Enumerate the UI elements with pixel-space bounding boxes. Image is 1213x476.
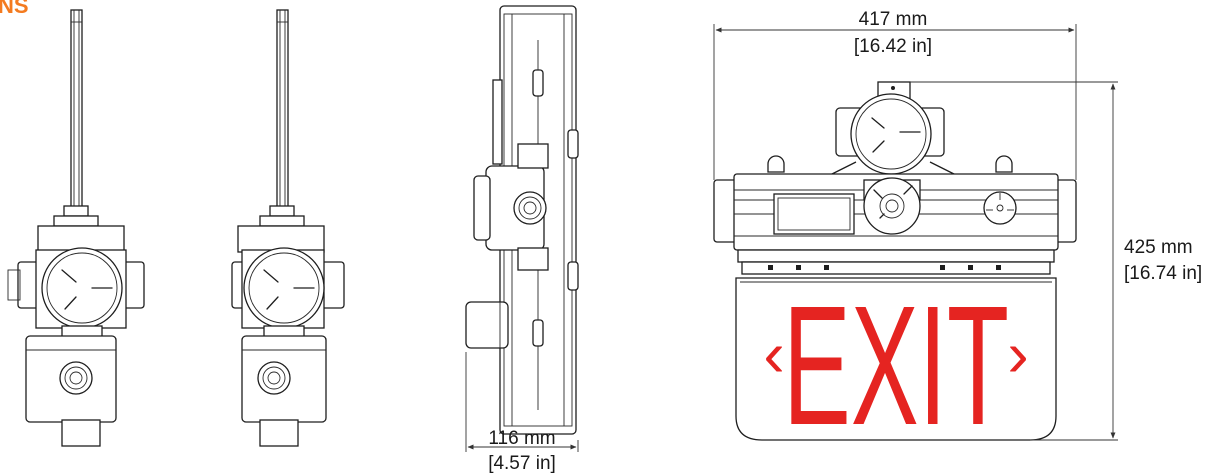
front-view <box>713 81 1077 441</box>
section-header-fragment: NS <box>0 0 29 18</box>
height-dimension-mm: 425 mm <box>1124 237 1193 258</box>
pendant-side-view-2 <box>231 9 345 447</box>
exit-sign-text: EXIT <box>783 271 1009 461</box>
depth-dimension-mm: 116 mm <box>488 428 555 449</box>
exit-sign-left-arrow: ‹ <box>763 318 784 390</box>
width-dimension <box>713 24 1077 180</box>
width-dimension-mm: 417 mm <box>859 9 928 30</box>
height-dimension <box>910 81 1118 441</box>
width-dimension-in: [16.42 in] <box>854 36 932 57</box>
exit-sign-right-arrow: › <box>1007 318 1028 390</box>
height-dimension-in: [16.74 in] <box>1124 263 1202 284</box>
depth-dimension-in: [4.57 in] <box>488 453 556 474</box>
pendant-side-view-1 <box>7 9 145 447</box>
profile-view <box>465 5 579 452</box>
